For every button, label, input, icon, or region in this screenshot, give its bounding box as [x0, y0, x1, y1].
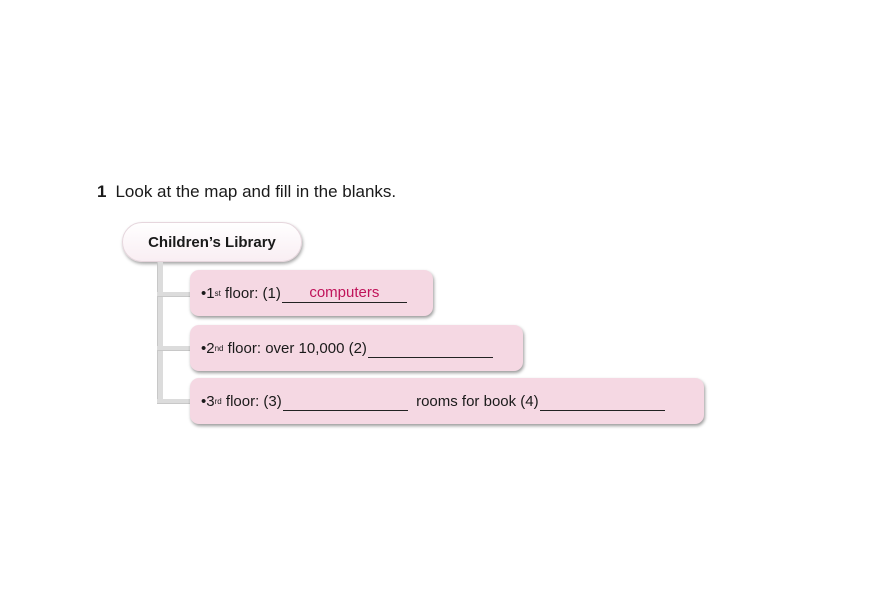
bullet: •: [201, 339, 207, 357]
bullet: •: [201, 284, 207, 302]
row-text: floor: (1): [220, 284, 281, 302]
answer-blank-2[interactable]: [367, 339, 493, 358]
answer-blank-1[interactable]: computers: [281, 284, 407, 303]
connector-vertical: [157, 262, 163, 404]
ordinal: 3: [206, 392, 215, 410]
root-node: Children’s Library: [122, 222, 302, 262]
row-text: floor: over 10,000 (2): [223, 339, 367, 357]
exercise-instruction: 1 Look at the map and fill in the blanks.: [97, 182, 396, 202]
ordinal-suffix: st: [214, 288, 221, 298]
answer-blank-4[interactable]: [539, 392, 665, 411]
connector-branch: [157, 399, 190, 404]
ordinal: 1: [206, 284, 215, 302]
ordinal-suffix: nd: [214, 343, 224, 353]
bullet: •: [201, 392, 207, 410]
answer-blank-3[interactable]: [282, 392, 408, 411]
connector-branch: [157, 346, 190, 351]
row-text: rooms for book (4): [407, 392, 539, 410]
row-text: floor: (3): [221, 392, 282, 410]
ordinal: 2: [206, 339, 215, 357]
exercise-number: 1: [97, 182, 107, 201]
ordinal-suffix: rd: [214, 396, 222, 406]
connector-branch: [157, 292, 190, 297]
instruction-text: Look at the map and fill in the blanks.: [115, 182, 397, 201]
